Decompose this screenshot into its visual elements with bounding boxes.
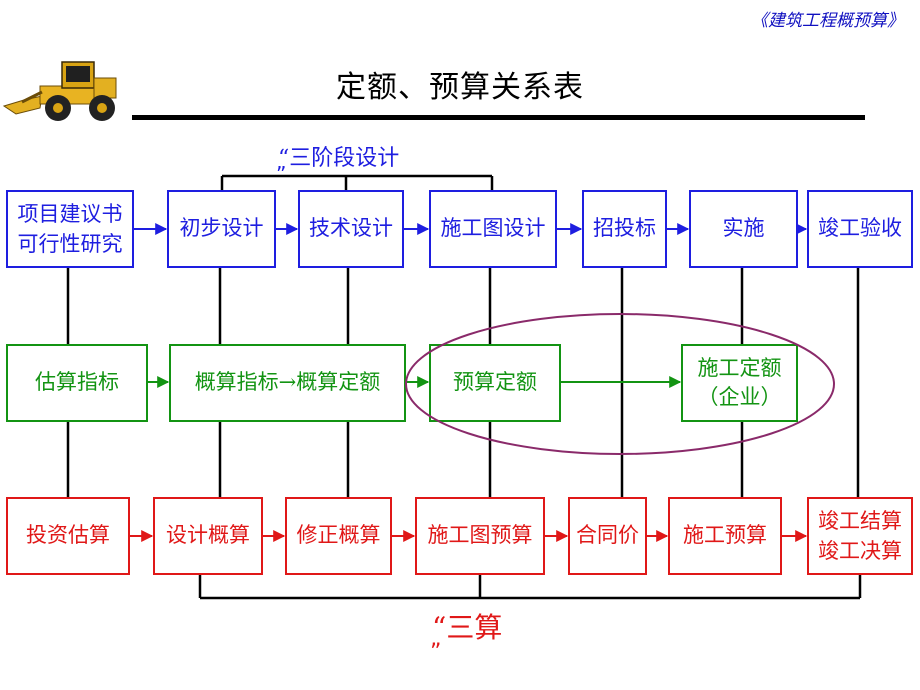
estimate-construction-budget: 施工预算 xyxy=(668,497,782,575)
stage-completion-acceptance: 竣工验收 xyxy=(807,190,913,268)
wheel-loader-icon xyxy=(2,61,117,121)
stage-construction-drawing: 施工图设计 xyxy=(429,190,557,268)
estimate-construction-drawing: 施工图预算 xyxy=(415,497,545,575)
estimate-revised-budget: 修正概算 xyxy=(285,497,392,575)
stage-preliminary-design: 初步设计 xyxy=(167,190,276,268)
quota-line-2: （企业） xyxy=(697,385,782,409)
estimate-final-settlement: 竣工结算 竣工决算 xyxy=(807,497,913,575)
title-underline xyxy=(132,115,865,120)
book-title: 《建筑工程概预算》 xyxy=(751,11,904,31)
stage-bidding: 招投标 xyxy=(582,190,667,268)
stage-implementation: 实施 xyxy=(689,190,798,268)
quota-construction-quota: 施工定额 （企业） xyxy=(681,344,798,422)
three-stage-design-label: “三阶段设计 xyxy=(278,146,400,171)
stage-line-1: 项目建议书 xyxy=(17,201,123,226)
estimate-investment: 投资估算 xyxy=(6,497,130,575)
page-title: 定额、预算关系表 xyxy=(336,70,584,105)
quota-budget-index-and-quota: 概算指标→概算定额 xyxy=(169,344,406,422)
estimate-design-budget: 设计概算 xyxy=(153,497,263,575)
quota-budget-quota: 预算定额 xyxy=(429,344,561,422)
estimate-line-2: 竣工决算 xyxy=(818,539,902,563)
three-stage-design-close-quote: ” xyxy=(276,162,287,186)
stage-feasibility-study: 项目建议书 可行性研究 xyxy=(6,190,134,268)
three-estimates-label: “三算 xyxy=(432,611,503,644)
three-estimates-close-quote: ” xyxy=(430,640,442,665)
quota-line-1: 施工定额 xyxy=(697,355,782,380)
estimate-line-1: 竣工结算 xyxy=(818,508,902,533)
stage-technical-design: 技术设计 xyxy=(298,190,404,268)
estimate-contract-price: 合同价 xyxy=(568,497,647,575)
quota-estimation-index: 估算指标 xyxy=(6,344,148,422)
stage-line-2: 可行性研究 xyxy=(17,232,123,256)
vertical-links xyxy=(66,174,862,600)
